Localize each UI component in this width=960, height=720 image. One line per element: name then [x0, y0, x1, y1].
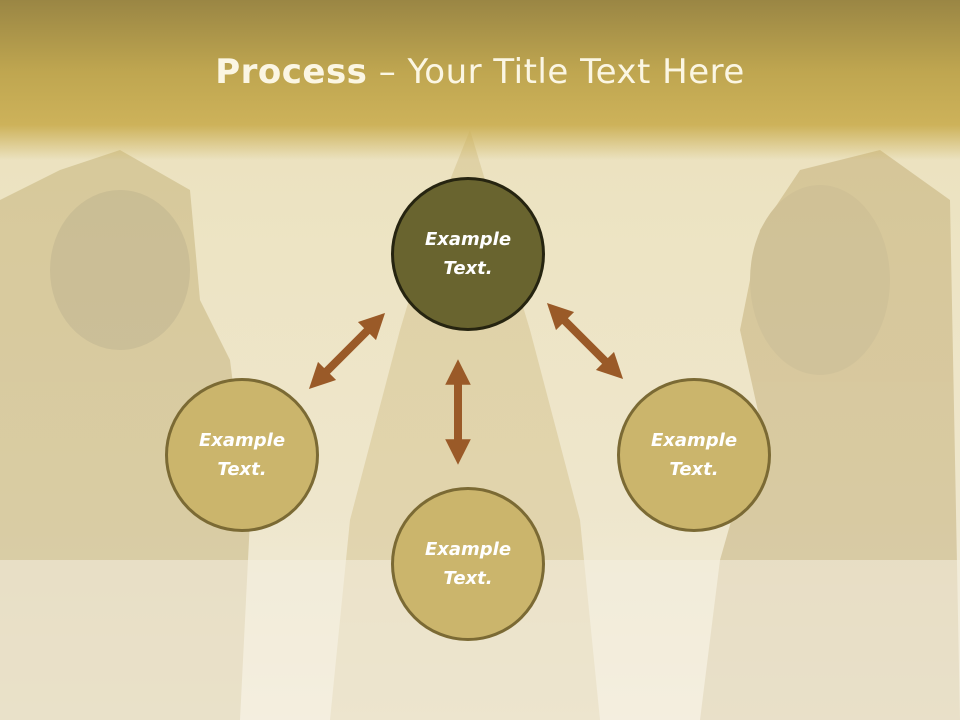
process-node-top: Example Text. — [391, 177, 545, 331]
arrow-top-left — [308, 312, 386, 390]
title-bold: Process — [215, 52, 368, 92]
title-bar — [0, 0, 960, 160]
left-statue-face — [50, 190, 190, 350]
process-node-right: Example Text. — [617, 378, 771, 532]
process-node-left: Example Text. — [165, 378, 319, 532]
arrow-top-right — [546, 302, 624, 380]
slide-title: Process – Your Title Text Here — [0, 52, 960, 92]
right-statue-face — [750, 185, 890, 375]
process-node-bottom: Example Text. — [391, 487, 545, 641]
title-rest: – Your Title Text Here — [367, 52, 745, 92]
